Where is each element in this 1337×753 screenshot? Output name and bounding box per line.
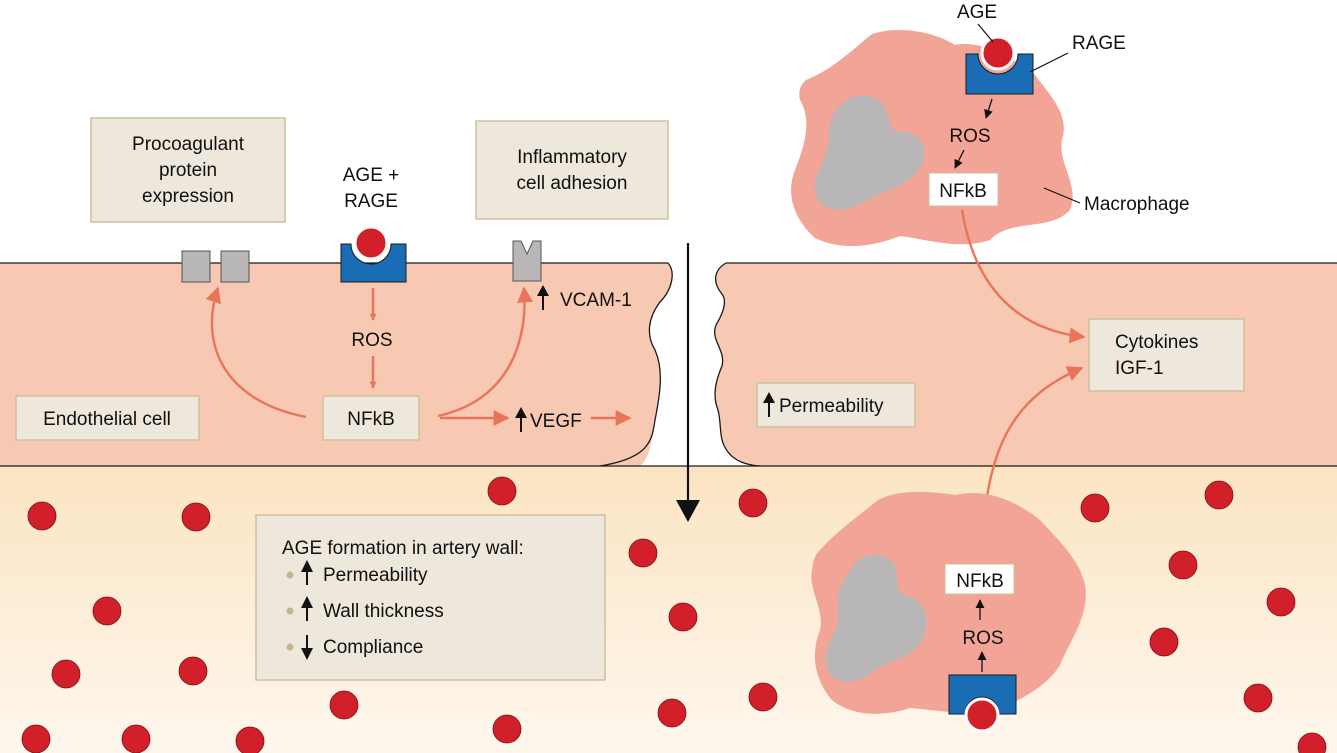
age-particle-icon bbox=[980, 35, 1016, 71]
age-particle-icon bbox=[27, 501, 57, 531]
bullet-dot-icon bbox=[286, 643, 294, 651]
procoagulant-protein-icon bbox=[181, 250, 250, 283]
age-particle-icon bbox=[1204, 480, 1234, 510]
nfkb-to-vcam-arrow bbox=[437, 286, 534, 418]
endothelial-cell-label: Endothelial cell bbox=[43, 409, 171, 430]
endothelial-cell-left-edge bbox=[0, 262, 673, 467]
age-particle-icon bbox=[235, 726, 265, 753]
cytokines-line-2: IGF-1 bbox=[1115, 358, 1164, 379]
procoagulant-line-1: Procoagulant bbox=[132, 134, 245, 155]
bullet-dot-icon bbox=[286, 607, 294, 615]
inflammatory-line-2: cell adhesion bbox=[517, 173, 628, 194]
inflammatory-box bbox=[475, 120, 669, 220]
age-particle-icon bbox=[329, 690, 359, 720]
nfkb-mac-top: NFkB bbox=[939, 181, 987, 202]
ros-mac-bottom: ROS bbox=[962, 628, 1003, 649]
age-particle-icon bbox=[51, 659, 81, 689]
age-formation-item: Permeability bbox=[286, 560, 428, 586]
age-particle-icon bbox=[121, 724, 151, 753]
nfkb-mac-bottom-box bbox=[944, 563, 1015, 595]
age-particle-icon bbox=[1297, 732, 1327, 753]
inflammatory-line-1: Inflammatory bbox=[517, 147, 627, 168]
age-particle-icon bbox=[738, 488, 768, 518]
age-formation-item: Compliance bbox=[286, 635, 423, 660]
age-formation-item-label: Wall thickness bbox=[323, 601, 444, 622]
nfkb-endothelial-box bbox=[322, 395, 420, 441]
age-formation-item-label: Permeability bbox=[323, 565, 428, 586]
age-particle-icon bbox=[748, 682, 778, 712]
vcam-label: VCAM-1 bbox=[560, 290, 632, 311]
cytokines-line-1: Cytokines bbox=[1115, 332, 1198, 353]
age-leader-line bbox=[977, 23, 994, 43]
macrophage-label: Macrophage bbox=[1084, 194, 1190, 215]
procoagulant-line-2: protein bbox=[159, 160, 217, 181]
nfkb-mac-top-box bbox=[928, 172, 999, 207]
vcam-receptor-icon bbox=[512, 240, 542, 282]
procoagulant-box bbox=[90, 117, 286, 223]
rage-to-ros-mac-arrow bbox=[984, 98, 993, 119]
endothelial-cell-box bbox=[15, 395, 200, 441]
age-formation-item-label: Compliance bbox=[323, 637, 423, 658]
age-particle-icon bbox=[92, 596, 122, 626]
permeability-down-arrow-head bbox=[676, 500, 700, 522]
rage-leader-line bbox=[1029, 52, 1069, 73]
age-particle-icon bbox=[1266, 587, 1296, 617]
age-formation-item: Wall thickness bbox=[286, 596, 444, 622]
up-arrow-icon bbox=[301, 596, 313, 621]
age-particle-icon bbox=[668, 602, 698, 632]
age-particle-icon bbox=[1243, 683, 1273, 713]
age-particle-icon bbox=[1149, 627, 1179, 657]
permeability-label: Permeability bbox=[779, 396, 884, 417]
age-particle-icon bbox=[353, 225, 389, 261]
mac-top-to-cytokines-arrow bbox=[960, 209, 1086, 344]
age-particle-icon bbox=[181, 502, 211, 532]
permeability-box bbox=[756, 382, 916, 428]
ros-to-nfkb-mac-arrow bbox=[954, 149, 965, 169]
age-particle-icon bbox=[492, 714, 522, 744]
nfkb-mac-bottom: NFkB bbox=[956, 571, 1004, 592]
bullet-dot-icon bbox=[286, 571, 294, 579]
up-arrow-icon bbox=[301, 560, 313, 585]
up-arrow-icon bbox=[515, 407, 527, 432]
rage-top-label: RAGE bbox=[1072, 33, 1126, 54]
age-particle-icon bbox=[487, 476, 517, 506]
age-top-label: AGE bbox=[957, 2, 997, 23]
up-arrow-icon bbox=[537, 285, 549, 310]
macrophage-leader-line bbox=[1043, 187, 1081, 204]
cytokines-box bbox=[1088, 318, 1245, 392]
age-formation-box bbox=[255, 514, 606, 681]
nfkb-to-procoagulant-arrow bbox=[205, 286, 307, 419]
ros-mac-top: ROS bbox=[949, 126, 990, 147]
ros-endothelial: ROS bbox=[351, 330, 392, 351]
age-particle-icon bbox=[657, 698, 687, 728]
nfkb-endothelial: NFkB bbox=[347, 409, 395, 430]
age-formation-title: AGE formation in artery wall: bbox=[282, 538, 524, 559]
age-rage-line-2: RAGE bbox=[344, 191, 398, 212]
age-particle-icon bbox=[1080, 493, 1110, 523]
age-particle-icon bbox=[21, 724, 51, 753]
age-particles bbox=[21, 476, 1327, 753]
down-arrow-icon bbox=[301, 635, 313, 660]
endothelial-cell-right-edge bbox=[714, 262, 1337, 467]
age-particle-icon bbox=[178, 656, 208, 686]
macrophage-bottom-nucleus bbox=[825, 554, 927, 682]
up-arrow-icon bbox=[763, 392, 775, 417]
procoagulant-line-3: expression bbox=[142, 186, 234, 207]
age-particle-icon bbox=[964, 697, 1000, 733]
rage-receptor-icon bbox=[965, 53, 1034, 95]
macrophage-top-nucleus bbox=[814, 95, 925, 210]
age-rage-line-1: AGE + bbox=[343, 165, 400, 186]
age-particle-icon bbox=[628, 538, 658, 568]
age-particle-icon bbox=[1168, 550, 1198, 580]
vegf-label: VEGF bbox=[530, 411, 582, 432]
rage-receptor-icon bbox=[340, 243, 407, 283]
